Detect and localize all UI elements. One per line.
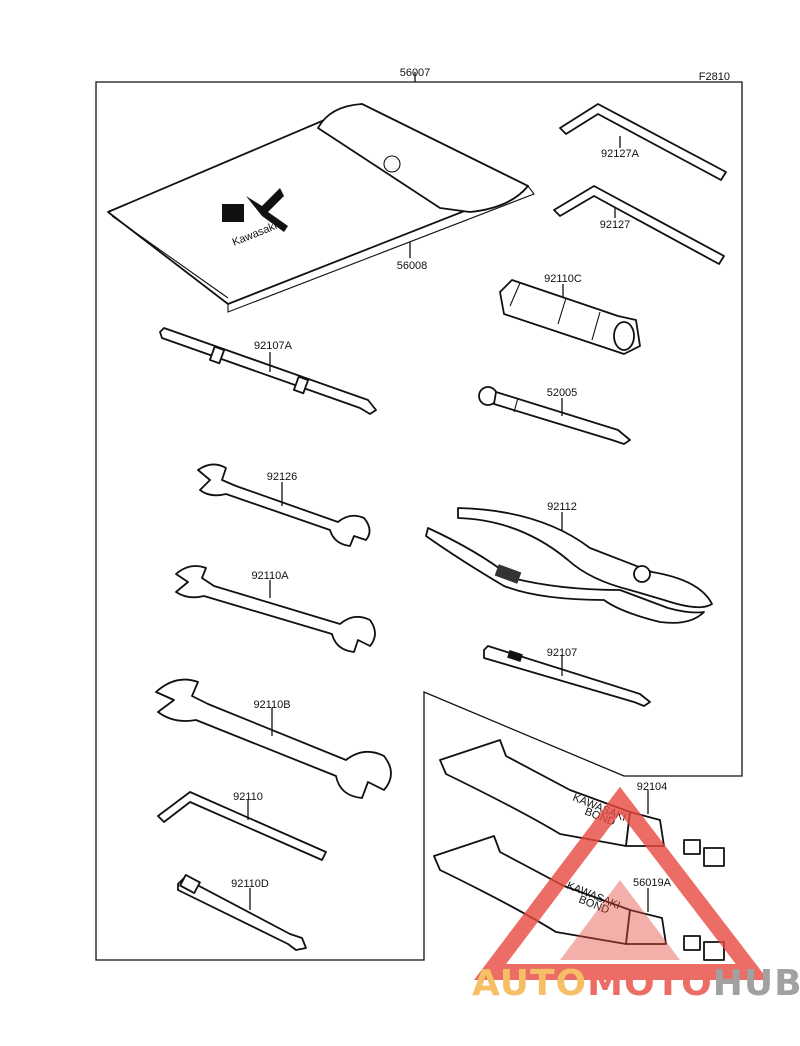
label-92127: 92127 (600, 219, 631, 231)
wrench-92110a (175, 565, 376, 653)
label-92110: 92110 (233, 791, 263, 803)
label-92110d: 92110D (231, 878, 269, 890)
label-92104: 92104 (637, 781, 668, 793)
label-92127a: 92127A (601, 148, 640, 160)
plug-socket-92110c (499, 279, 641, 355)
label-92126: 92126 (267, 471, 298, 483)
frame-outline (95, 81, 743, 961)
diagram-code: F2810 (699, 71, 730, 83)
watermark-auto: AUTO (472, 963, 587, 1004)
label-56019a: 56019A (633, 877, 672, 889)
label-92112: 92112 (547, 501, 577, 513)
watermark-moto: MOTO (587, 963, 713, 1004)
hex-key-92127a (559, 103, 727, 181)
screwdriver-92107a (159, 327, 377, 415)
wrench-92110b (155, 678, 392, 799)
label-92110b: 92110B (253, 699, 290, 711)
label-56008: 56008 (397, 260, 428, 272)
label-92110c: 92110C (544, 273, 582, 285)
label-56007: 56007 (400, 67, 431, 79)
spanner-92110d (177, 874, 307, 951)
hex-key-92127 (553, 185, 725, 265)
hex-key-92110 (157, 791, 327, 861)
label-92110a: 92110A (251, 570, 289, 582)
handle-52005 (478, 386, 631, 445)
screwdriver-92107 (483, 645, 651, 707)
tool-pouch: Kawasaki (107, 103, 535, 313)
label-92107: 92107 (547, 647, 578, 659)
svg-text:AUTOMOTOHUB: AUTOMOTOHUB (472, 963, 800, 1004)
watermark-hub: HUB (713, 963, 800, 1004)
bond-tube-56019a: KAWASAKI BOND (433, 835, 725, 961)
label-92107a: 92107A (254, 340, 293, 352)
pliers-92112 (425, 507, 713, 624)
wrench-92126 (197, 463, 371, 547)
watermark-triangle (473, 786, 769, 980)
label-52005: 52005 (547, 387, 578, 399)
watermark-logo: AUTOMOTOHUB (472, 786, 800, 1004)
